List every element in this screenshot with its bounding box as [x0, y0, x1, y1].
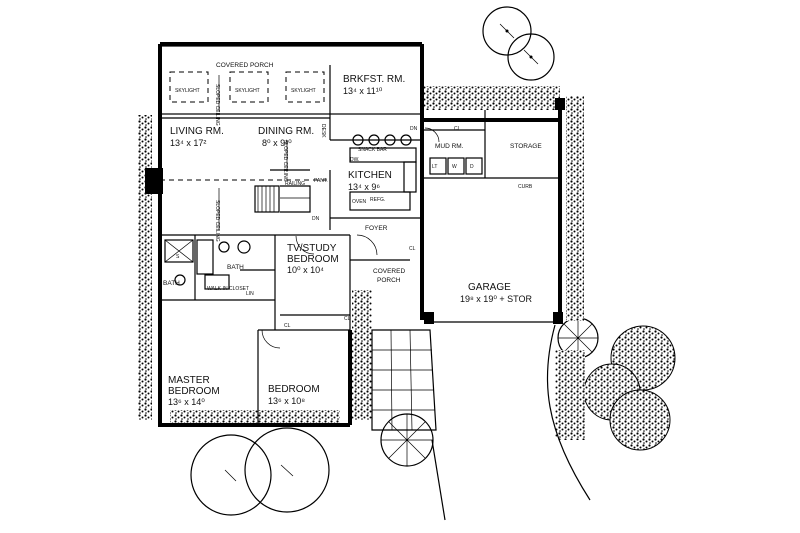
- garage-dim: 19⁸ x 19⁰ + STOR: [460, 294, 533, 304]
- skylight-label: SKYLIGHT: [291, 88, 316, 94]
- covered-porch-entry-label-2: PORCH: [377, 277, 401, 284]
- covered-porch-entry-label-1: COVERED: [373, 268, 405, 275]
- storage-label: STORAGE: [510, 143, 542, 150]
- hedge-bottom: [170, 410, 340, 424]
- skylight-icon: [169, 71, 209, 103]
- breakfast-room-name: BRKFST. RM.: [343, 74, 405, 85]
- skylight-label: SKYLIGHT: [235, 88, 260, 94]
- closet-label: CL: [409, 246, 416, 252]
- master-bedroom-dim: 13⁶ x 14⁰: [168, 397, 205, 407]
- sloped-ceiling-label: SLOPED CEILING: [214, 200, 220, 242]
- stairs-icon: [254, 185, 311, 213]
- study-dim: 10⁰ x 10⁴: [287, 265, 324, 275]
- master-bedroom-name-1: MASTER: [168, 375, 210, 386]
- hedge-porch: [352, 290, 372, 420]
- fireplace-icon: [145, 168, 163, 194]
- hedge-right: [566, 96, 584, 321]
- tree-icon: [190, 427, 330, 516]
- room-labels: COVERED PORCH SKYLIGHT SKYLIGHT SKYLIGHT…: [163, 62, 542, 407]
- linen-label: LIN: [246, 291, 254, 297]
- dryer-label: D: [470, 164, 474, 170]
- walkway-edge: [431, 439, 446, 521]
- fixtures: [145, 71, 483, 349]
- pantry-label: PANT.: [314, 178, 328, 184]
- refrigerator-label: REFG.: [370, 197, 385, 203]
- stair-down-label: DN: [312, 216, 320, 222]
- skylight-icon: [285, 71, 325, 103]
- snack-bar-label: SNACK BAR: [358, 147, 387, 153]
- bath-label: BATH: [227, 264, 244, 271]
- down-label: DN: [410, 126, 418, 132]
- skylight-icon: [229, 71, 269, 103]
- walkway-pavers: [371, 329, 437, 431]
- shower-icon: [164, 239, 194, 263]
- driveway-edge: [546, 324, 591, 501]
- dishwasher-label: DW.: [350, 157, 359, 163]
- kitchen-name: KITCHEN: [348, 170, 392, 181]
- shower-label: S: [176, 254, 180, 260]
- garage-name: GARAGE: [468, 282, 511, 293]
- kitchen-dim: 13⁴ x 9⁶: [348, 182, 380, 192]
- dining-room-dim: 8⁰ x 9¹⁰: [262, 138, 292, 148]
- master-bedroom-name-2: BEDROOM: [168, 386, 220, 397]
- interior-walls: [160, 65, 560, 425]
- hedge-left: [138, 115, 152, 420]
- bedroom-dim: 13⁶ x 10⁸: [268, 396, 305, 406]
- closet-label: CL: [344, 316, 351, 322]
- bedroom-name: BEDROOM: [268, 384, 320, 395]
- sloped-ceiling-label: SLOPED CEILING: [282, 140, 288, 182]
- hedge-top: [424, 86, 560, 110]
- dining-room-name: DINING RM.: [258, 126, 314, 137]
- desk-label: DESK: [320, 124, 326, 138]
- skylight-label: SKYLIGHT: [175, 88, 200, 94]
- laundry-label: LT: [432, 164, 437, 170]
- hedge-right-lower: [555, 350, 585, 440]
- closet-label: CL: [454, 126, 461, 132]
- washer-label: W: [452, 164, 457, 170]
- covered-porch-label: COVERED PORCH: [216, 62, 274, 69]
- bar-stools: [352, 134, 412, 146]
- toilet-icon: [237, 240, 251, 254]
- landscaping: [138, 6, 676, 521]
- breakfast-room-dim: 13⁴ x 11¹⁰: [343, 86, 383, 96]
- foyer-label: FOYER: [365, 225, 388, 232]
- oven-label: OVEN: [352, 199, 367, 205]
- railing-label: RAILING: [285, 181, 305, 187]
- tree-icon: [482, 6, 555, 81]
- sloped-ceiling-label: SLOPED CEILING: [214, 84, 220, 126]
- curb-label: CURB: [518, 184, 533, 190]
- toilet-icon: [174, 274, 186, 286]
- mud-room-label: MUD RM.: [435, 143, 464, 150]
- closet-label: CL: [284, 323, 291, 329]
- master-bath-label: BATH: [163, 280, 180, 287]
- study-name-1: TV/STUDY: [287, 243, 337, 254]
- tree-icon: [583, 325, 676, 451]
- living-room-dim: 13⁴ x 17²: [170, 138, 206, 148]
- study-name-2: BEDROOM: [287, 254, 339, 265]
- living-room-name: LIVING RM.: [170, 126, 224, 137]
- walk-in-closet-label: WALK-IN CLOSET: [207, 286, 249, 292]
- sink-icon: [218, 241, 230, 253]
- bathtub-icon: [196, 239, 214, 275]
